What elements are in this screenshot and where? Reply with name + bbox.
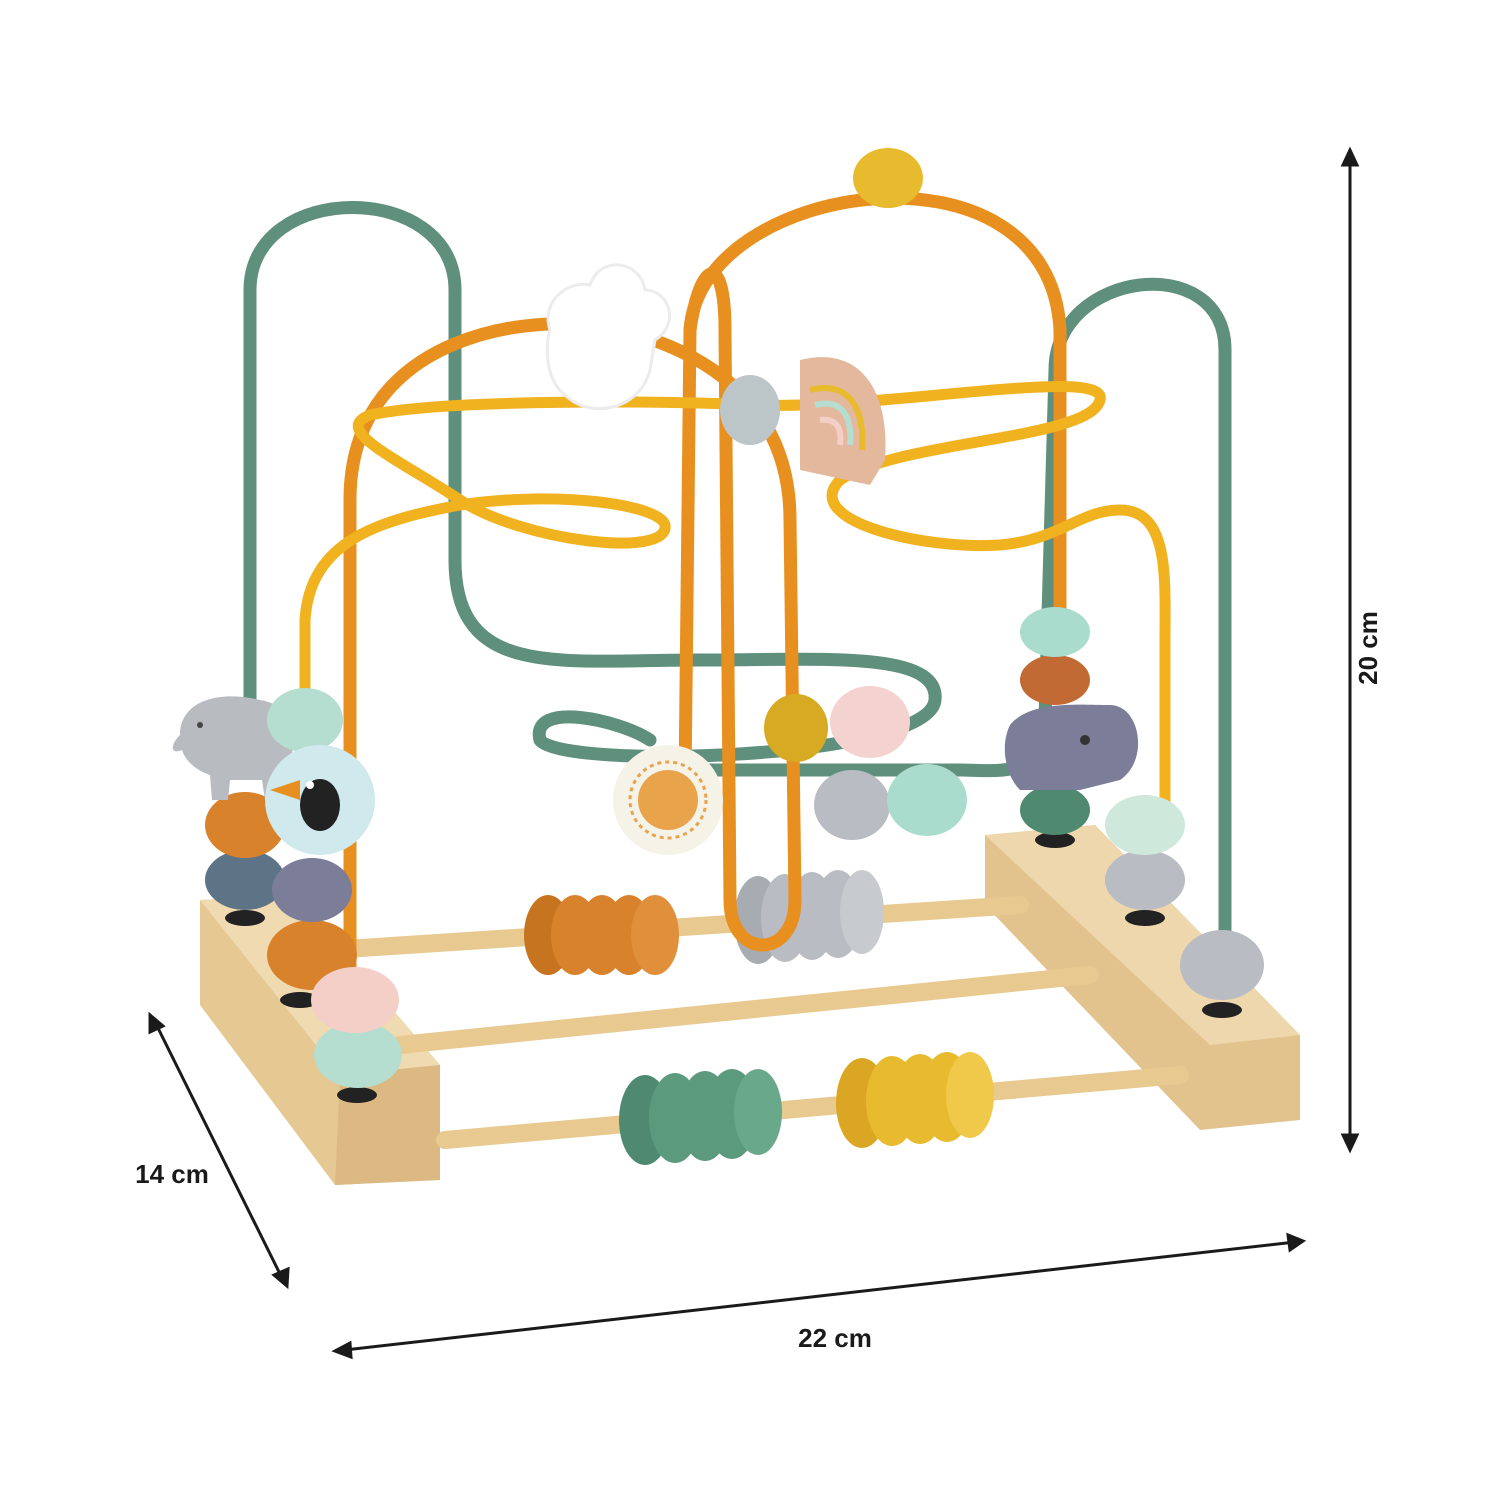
elephant-bead-icon xyxy=(172,696,294,800)
bead-stack-front-corner xyxy=(311,967,402,1103)
bead-stack-left-back xyxy=(205,792,285,926)
rainbow-bead-icon xyxy=(800,357,886,485)
cloud-bead-icon xyxy=(545,263,671,411)
height-dimension-arrow xyxy=(1340,146,1360,1154)
abacus-discs-green xyxy=(619,1069,782,1165)
depth-dimension-arrow xyxy=(148,1011,290,1290)
bead-stack-left-front xyxy=(267,688,357,1008)
depth-label: 14 cm xyxy=(135,1159,209,1189)
abacus-discs-orange xyxy=(524,895,679,975)
toucan-bead-icon xyxy=(265,745,375,855)
bead-stack-right-front xyxy=(1180,930,1264,1018)
bead-stack-right-middle xyxy=(1105,795,1185,926)
hippo-bead-icon xyxy=(1004,704,1139,790)
wire-green-left xyxy=(243,201,942,763)
center-beads xyxy=(720,148,967,840)
height-label: 20 cm xyxy=(1353,611,1383,685)
bead-stack-right-back xyxy=(1020,607,1090,848)
width-label: 22 cm xyxy=(798,1323,872,1353)
abacus-discs-yellow xyxy=(836,1052,994,1148)
sun-disc-bead-icon xyxy=(613,745,723,855)
width-dimension-arrow xyxy=(331,1232,1307,1360)
